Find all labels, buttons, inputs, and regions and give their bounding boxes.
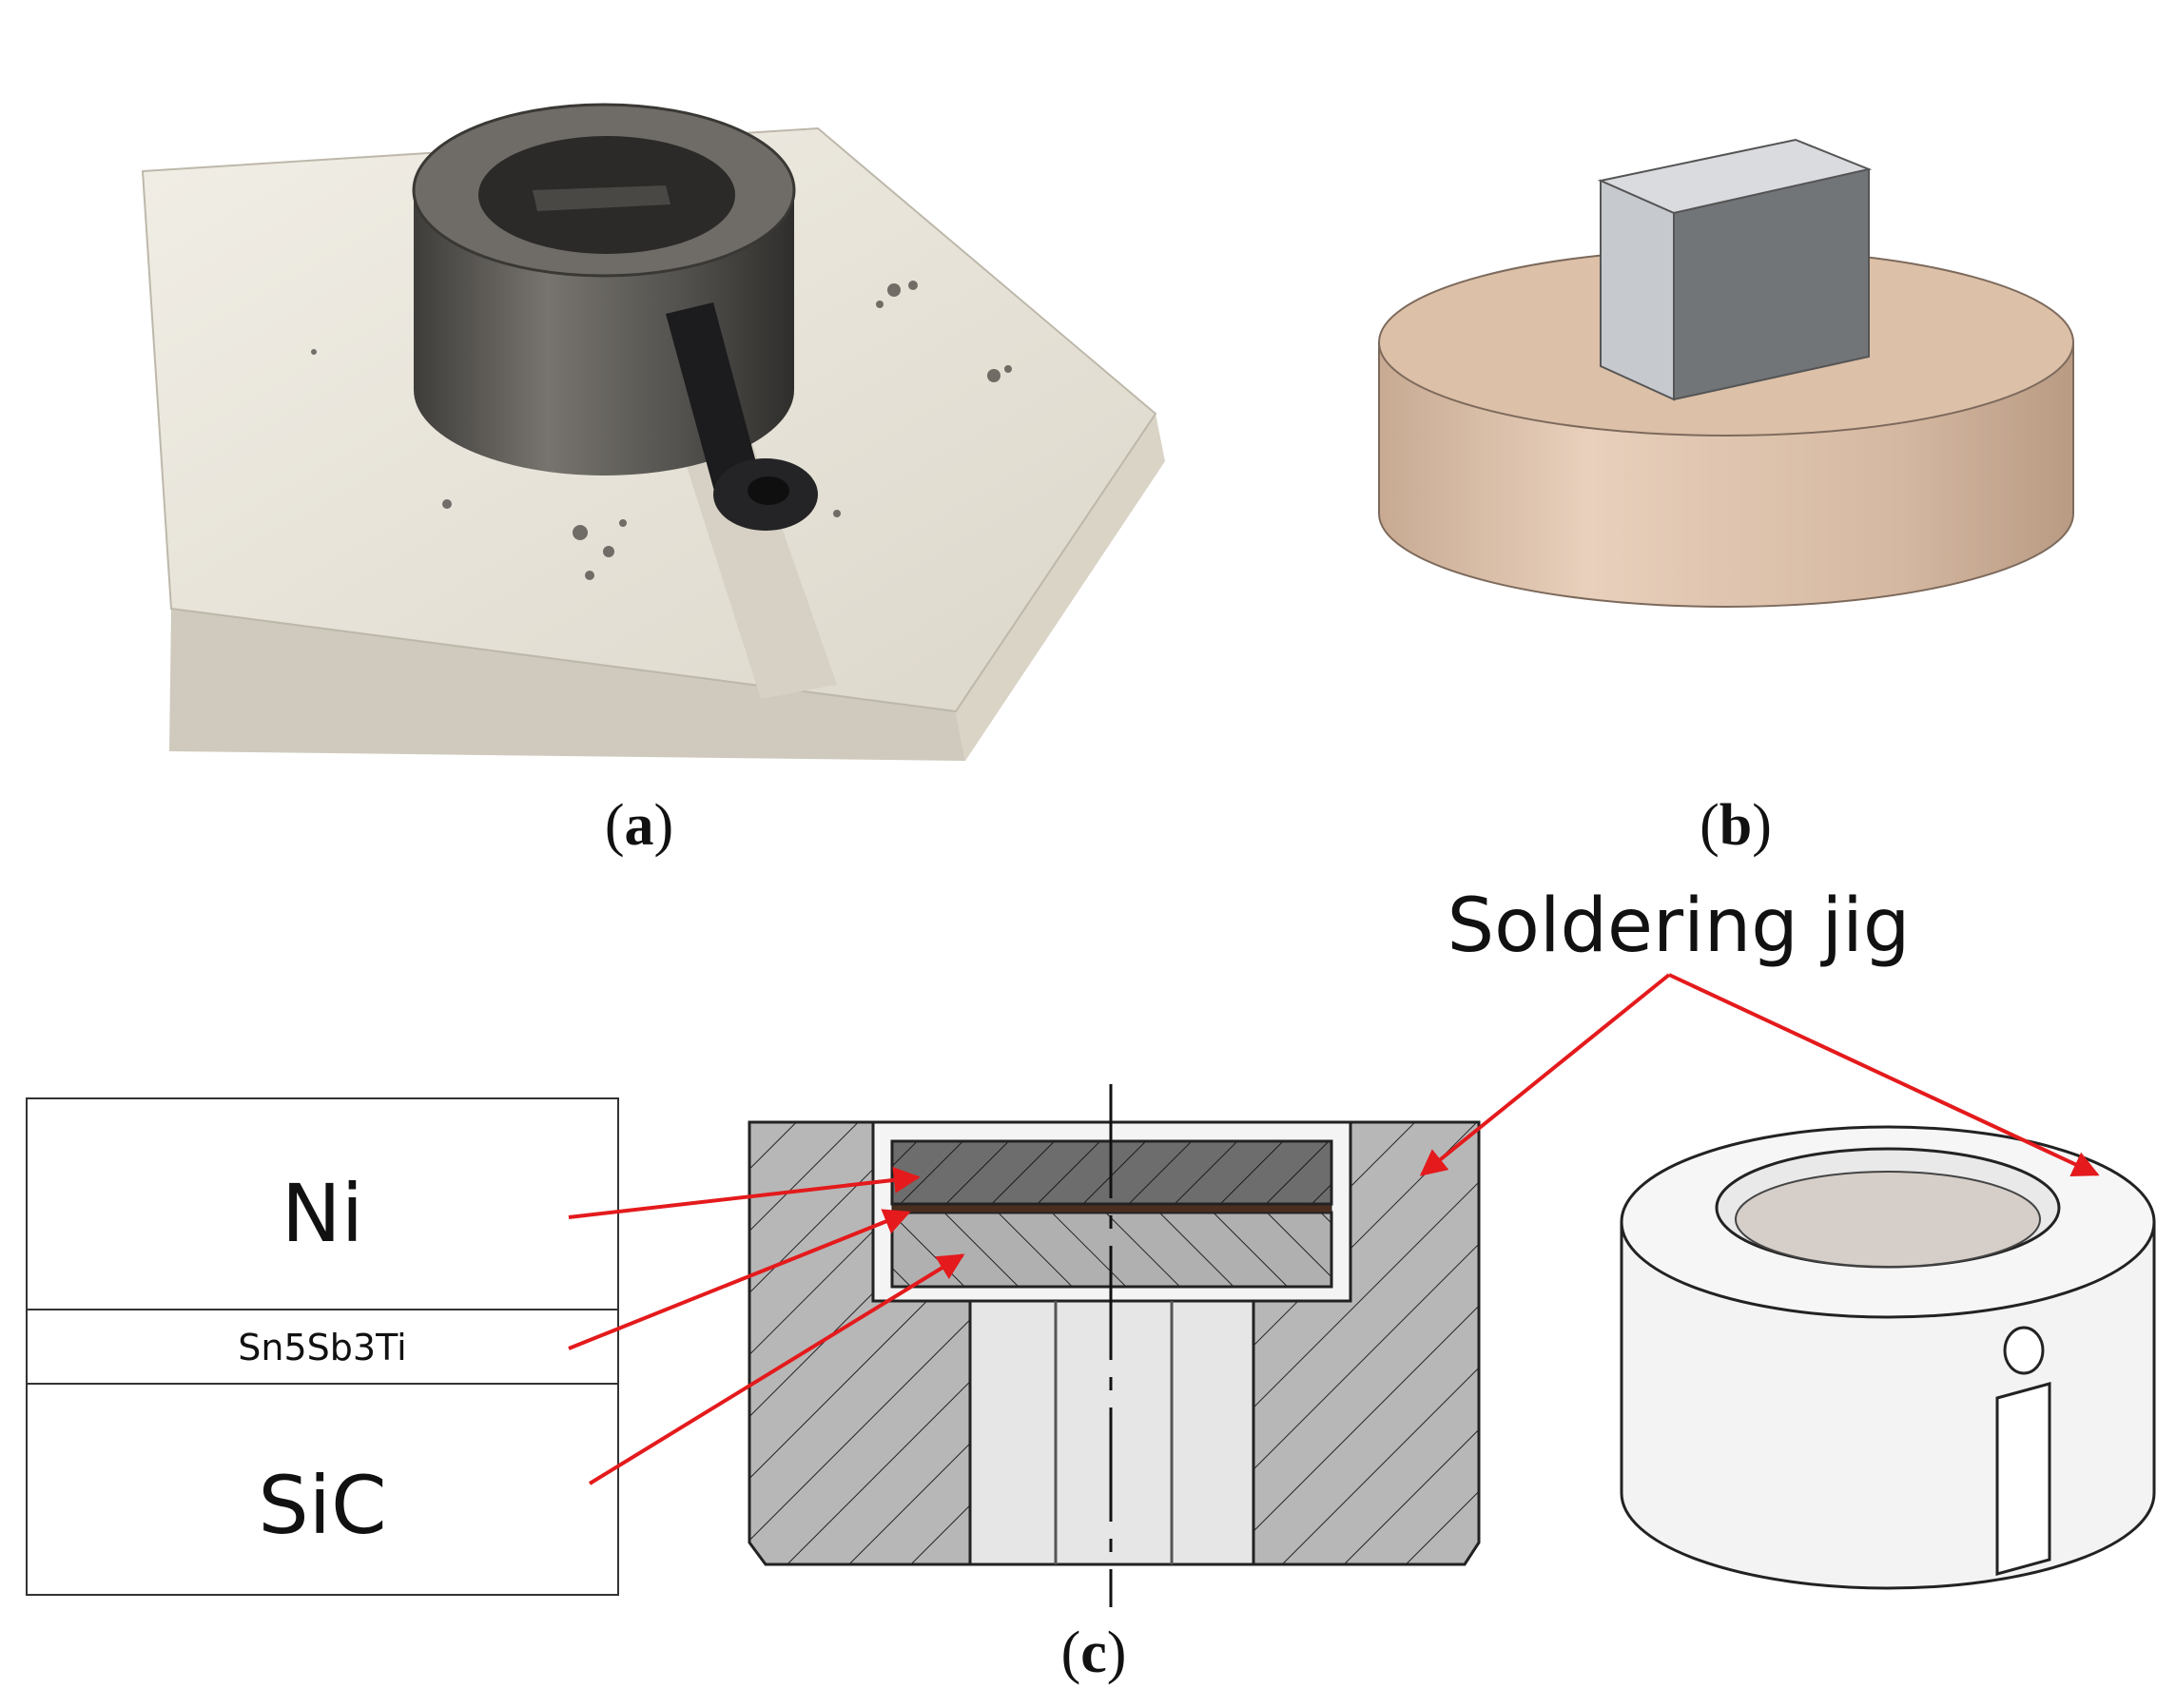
- layer-solder-label: Sn5Sb3Ti: [238, 1327, 406, 1368]
- arrow-solder: [568, 1209, 911, 1350]
- jig-3d: [1620, 1125, 2156, 1590]
- ring-inner-bar: [533, 185, 670, 211]
- jig-3d-slot: [1995, 1382, 2051, 1576]
- panel-label-a: (a): [605, 793, 673, 858]
- layer-solder-box: [26, 1309, 619, 1385]
- plate-front-face: [169, 609, 965, 761]
- cube-side: [1673, 167, 1870, 401]
- plate-smudges: [311, 281, 1012, 580]
- jig-3d-screw-hole: [2003, 1326, 2045, 1375]
- disc-cube-model: [1378, 138, 2074, 608]
- layer-sic-box: [26, 1383, 619, 1596]
- callout-soldering-jig: Soldering jig: [1447, 883, 1911, 969]
- arrow-jig-section: [1419, 973, 1671, 1176]
- screw: [666, 302, 818, 531]
- arrow-ni: [568, 1166, 921, 1219]
- arrow-sic: [588, 1253, 965, 1485]
- plate-right-face: [956, 414, 1165, 761]
- arrows: [568, 973, 2100, 1485]
- layer-ni-label: Ni: [282, 1167, 363, 1260]
- jig-3d-recess: [1735, 1171, 2041, 1268]
- layer-ni-box: [26, 1097, 619, 1310]
- cross-section: [748, 1084, 1481, 1607]
- panel-label-c: (c): [1061, 1621, 1127, 1685]
- panel-label-b: (b): [1700, 793, 1772, 858]
- cube-front: [1600, 179, 1675, 401]
- layer-stack: Ni Sn5Sb3Ti SiC: [26, 1097, 619, 1596]
- layer-sic-label: SiC: [258, 1459, 386, 1552]
- arrow-jig-3d: [1668, 973, 2100, 1177]
- photo-fixture: [141, 103, 1165, 761]
